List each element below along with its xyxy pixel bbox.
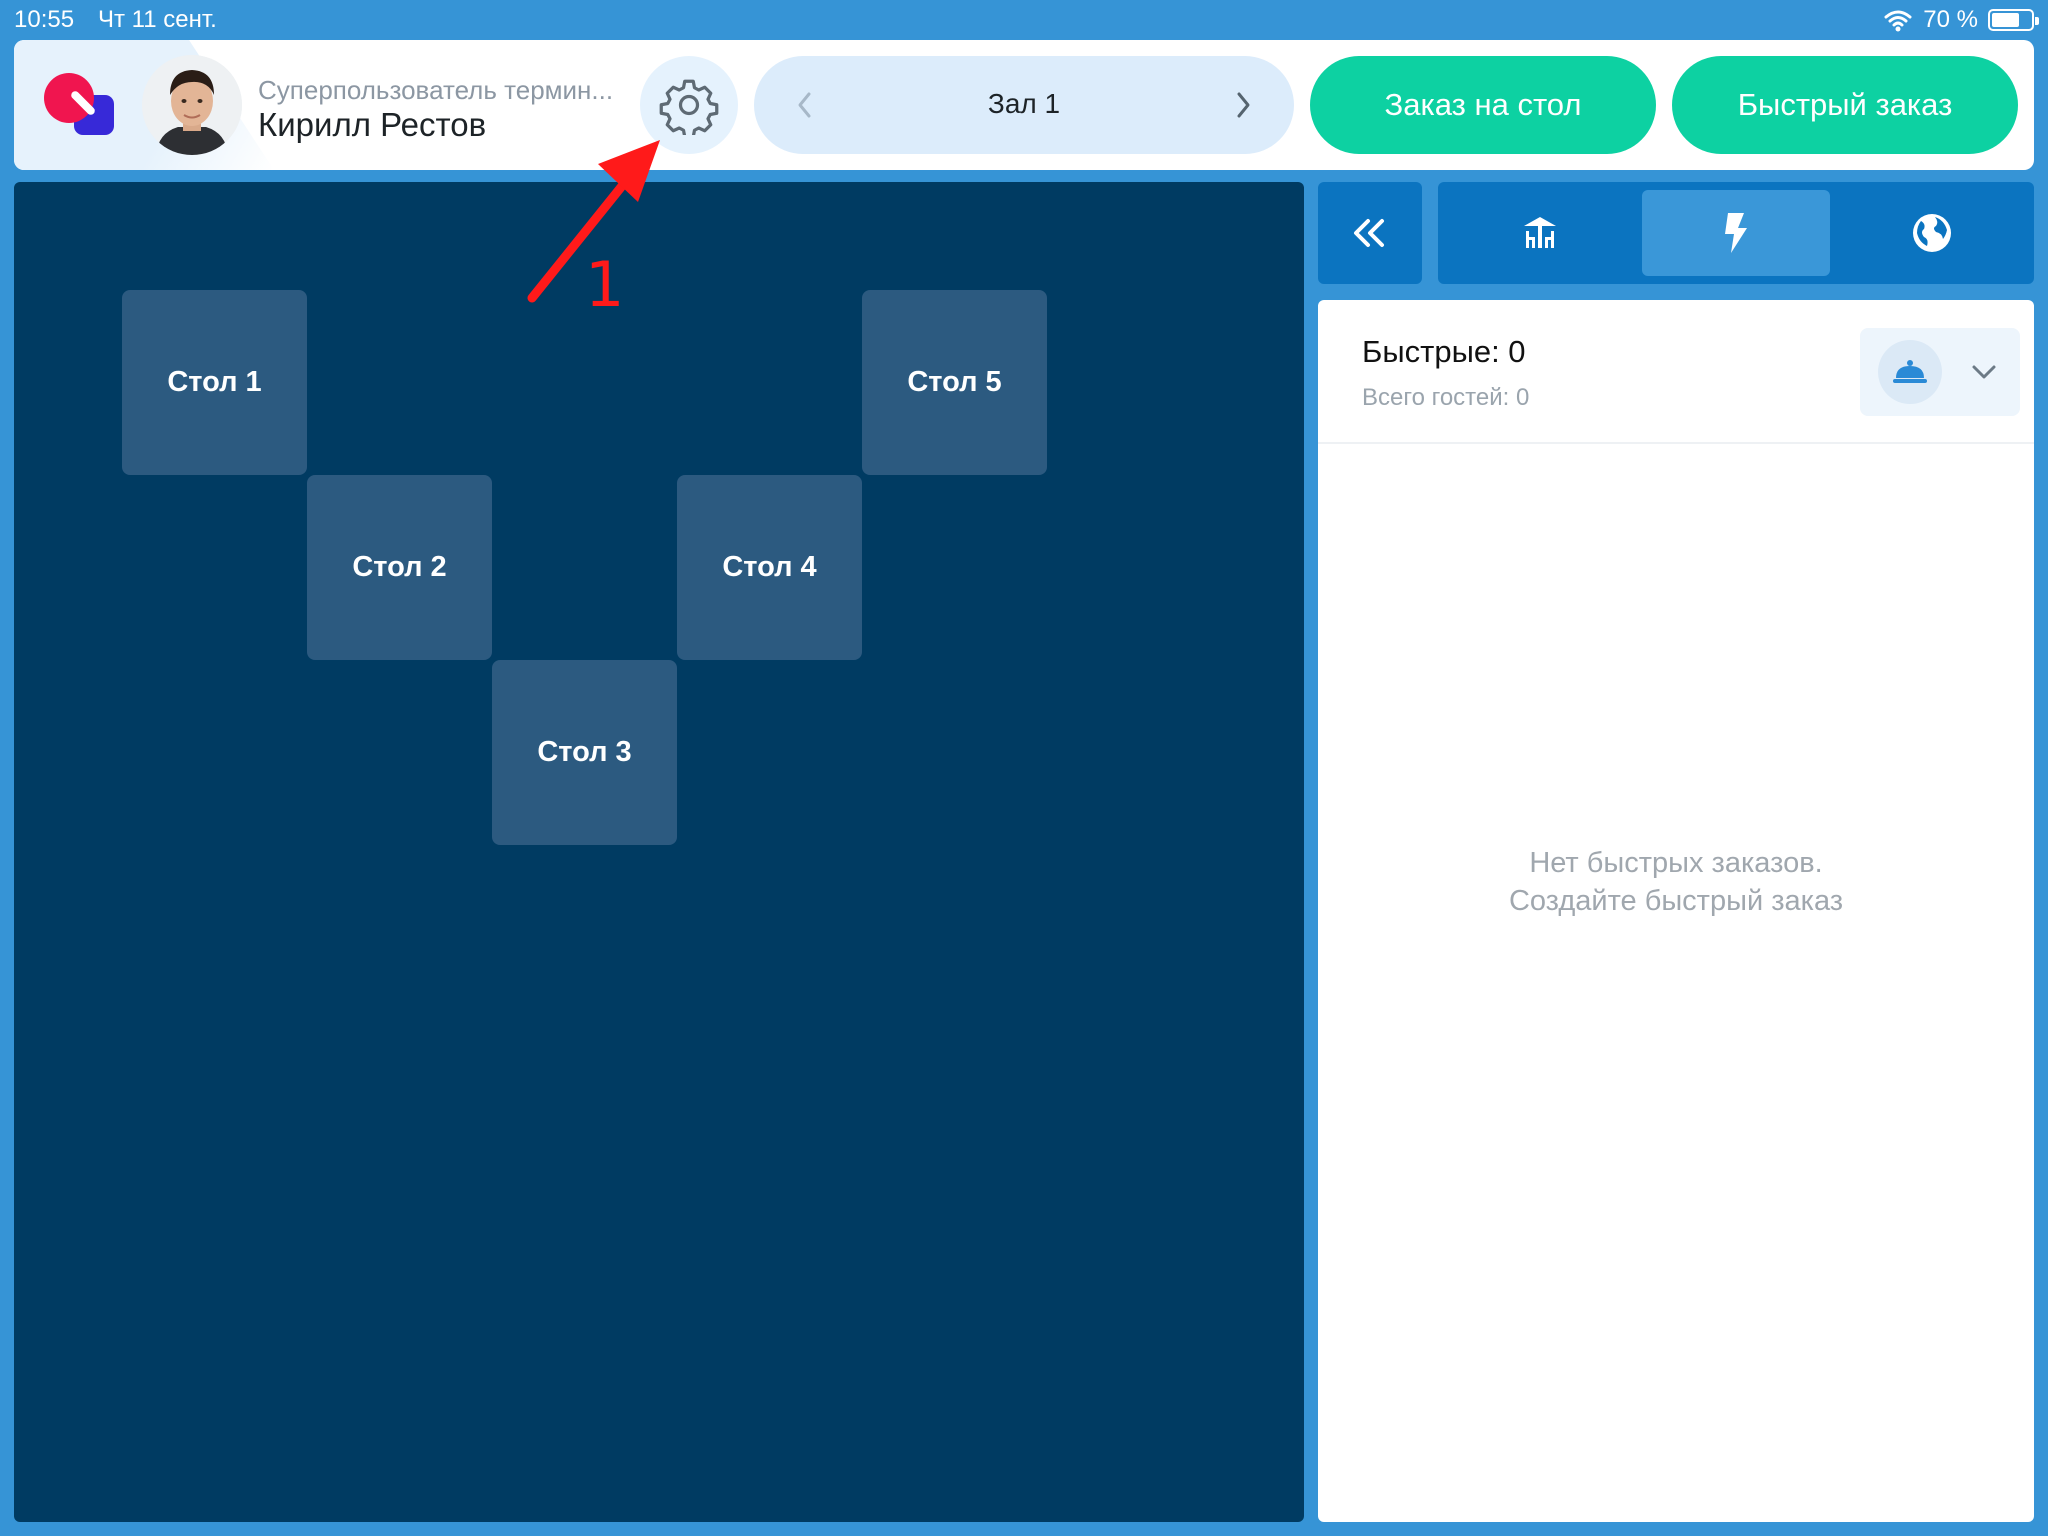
- collapse-panel-button[interactable]: [1318, 182, 1422, 284]
- user-role: Суперпользователь термин...: [258, 75, 614, 105]
- wifi-icon: [1884, 10, 1912, 32]
- globe-icon: [1913, 214, 1951, 252]
- serve-dropdown-button[interactable]: [1860, 328, 2020, 416]
- quick-orders-panel: Быстрые: 0 Всего гостей: 0 Нет быстрых з…: [1318, 300, 2034, 1522]
- double-chevron-left-icon: [1354, 219, 1384, 247]
- status-time: 10:55: [14, 6, 75, 33]
- table-3[interactable]: Стол 3: [492, 660, 677, 845]
- quick-order-button[interactable]: Быстрый заказ: [1672, 56, 2018, 154]
- battery-percent: 70 %: [1923, 6, 1978, 33]
- status-bar: 10:55 Чт 11 сент. 70 %: [0, 0, 2048, 40]
- chev: [1966, 354, 2002, 390]
- empty-state: Нет быстрых заказов. Создайте быстрый за…: [1318, 844, 2034, 920]
- table-5[interactable]: Стол 5: [862, 290, 1047, 475]
- tab-tables[interactable]: [1446, 190, 1634, 276]
- table-1[interactable]: Стол 1: [122, 290, 307, 475]
- bell: [1878, 340, 1942, 404]
- annotation-arrow-icon: [527, 140, 660, 303]
- empty-state-line-1: Нет быстрых заказов.: [1529, 847, 1823, 879]
- avatar-portrait-icon: [142, 55, 242, 155]
- serving-cloche-icon: [1893, 360, 1927, 383]
- quick-orders-title: Быстрые: 0: [1362, 334, 1526, 369]
- hall-floor-plan: Стол 1 Стол 2 Стол 3 Стол 4 Стол 5: [14, 182, 1304, 1522]
- hall-prev-button[interactable]: [780, 80, 830, 130]
- status-date: Чт 11 сент.: [98, 6, 217, 33]
- lightning-icon: [1725, 213, 1747, 253]
- app-logo-icon: [44, 73, 130, 143]
- table-2[interactable]: Стол 2: [307, 475, 492, 660]
- hall-name: Зал 1: [987, 88, 1061, 119]
- chevron-down-icon: [1972, 365, 1996, 379]
- tab-quick-orders[interactable]: [1642, 190, 1830, 276]
- user-name: Кирилл Рестов: [258, 106, 487, 143]
- chevron-right-icon: [1237, 92, 1250, 118]
- hall-next-button[interactable]: [1218, 80, 1268, 130]
- status-right: 70 %: [1883, 6, 2039, 34]
- gear-icon: [659, 79, 719, 135]
- tab-online-orders[interactable]: [1838, 190, 2026, 276]
- annotation-number: 1: [585, 248, 625, 321]
- settings-button[interactable]: [640, 56, 738, 154]
- quick-orders-header: Быстрые: 0 Всего гостей: 0: [1318, 300, 2034, 444]
- table-4[interactable]: Стол 4: [677, 475, 862, 660]
- empty-state-line-2: Создайте быстрый заказ: [1508, 885, 1844, 917]
- chevron-left-icon: [798, 92, 811, 118]
- battery-icon: [1988, 9, 2039, 31]
- hall-selector: Зал 1: [754, 56, 1294, 154]
- dining-table-icon: [1524, 217, 1556, 248]
- avatar[interactable]: [142, 55, 242, 155]
- table-order-button[interactable]: Заказ на стол: [1310, 56, 1656, 154]
- panel-tabs: [1438, 182, 2034, 284]
- guests-total: Всего гостей: 0: [1362, 384, 1530, 411]
- header-bar: Суперпользователь термин... Кирилл Ресто…: [14, 40, 2034, 170]
